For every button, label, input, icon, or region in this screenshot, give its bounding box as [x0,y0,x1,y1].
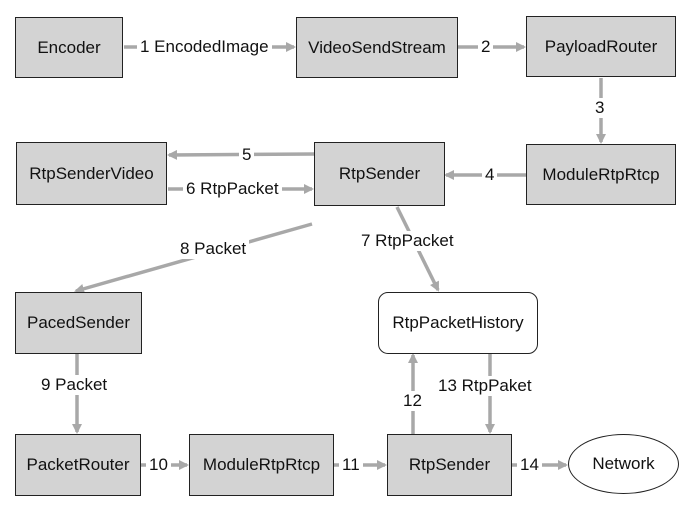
edge-2-label: 2 [478,37,494,57]
node-rtp-sender-video: RtpSenderVideo [16,142,167,205]
node-payload-router: PayloadRouter [526,16,676,77]
node-module-rtp-rtcp-bottom: ModuleRtpRtcp [189,434,334,496]
node-video-send-stream: VideoSendStream [296,17,458,78]
edge-10-label: 10 [146,455,171,475]
edge-1-label: 1 EncodedImage [137,37,272,57]
node-packet-router: PacketRouter [15,434,141,496]
edge-4-label: 4 [482,165,498,185]
edge-9-label: 9 Packet [38,375,111,395]
edge-6-label: 6 RtpPacket [183,179,282,199]
node-rtp-packet-history: RtpPacketHistory [378,292,538,354]
edge-5-label: 5 [239,145,255,165]
edge-13-label: 13 RtpPaket [435,376,535,396]
edge-12-label: 12 [400,391,425,411]
node-rtp-sender-bottom: RtpSender [387,434,512,496]
node-rtp-sender-top: RtpSender [314,142,445,206]
edge-3-label: 3 [592,98,608,118]
node-module-rtp-rtcp-top: ModuleRtpRtcp [526,144,676,205]
edge-14-label: 14 [517,455,542,475]
edge-11-label: 11 [339,455,363,475]
node-network: Network [568,434,679,494]
edge-7-label: 7 RtpPacket [358,231,457,251]
node-paced-sender: PacedSender [15,292,142,354]
edge-8-label: 8 Packet [177,239,250,259]
node-encoder: Encoder [15,17,123,78]
